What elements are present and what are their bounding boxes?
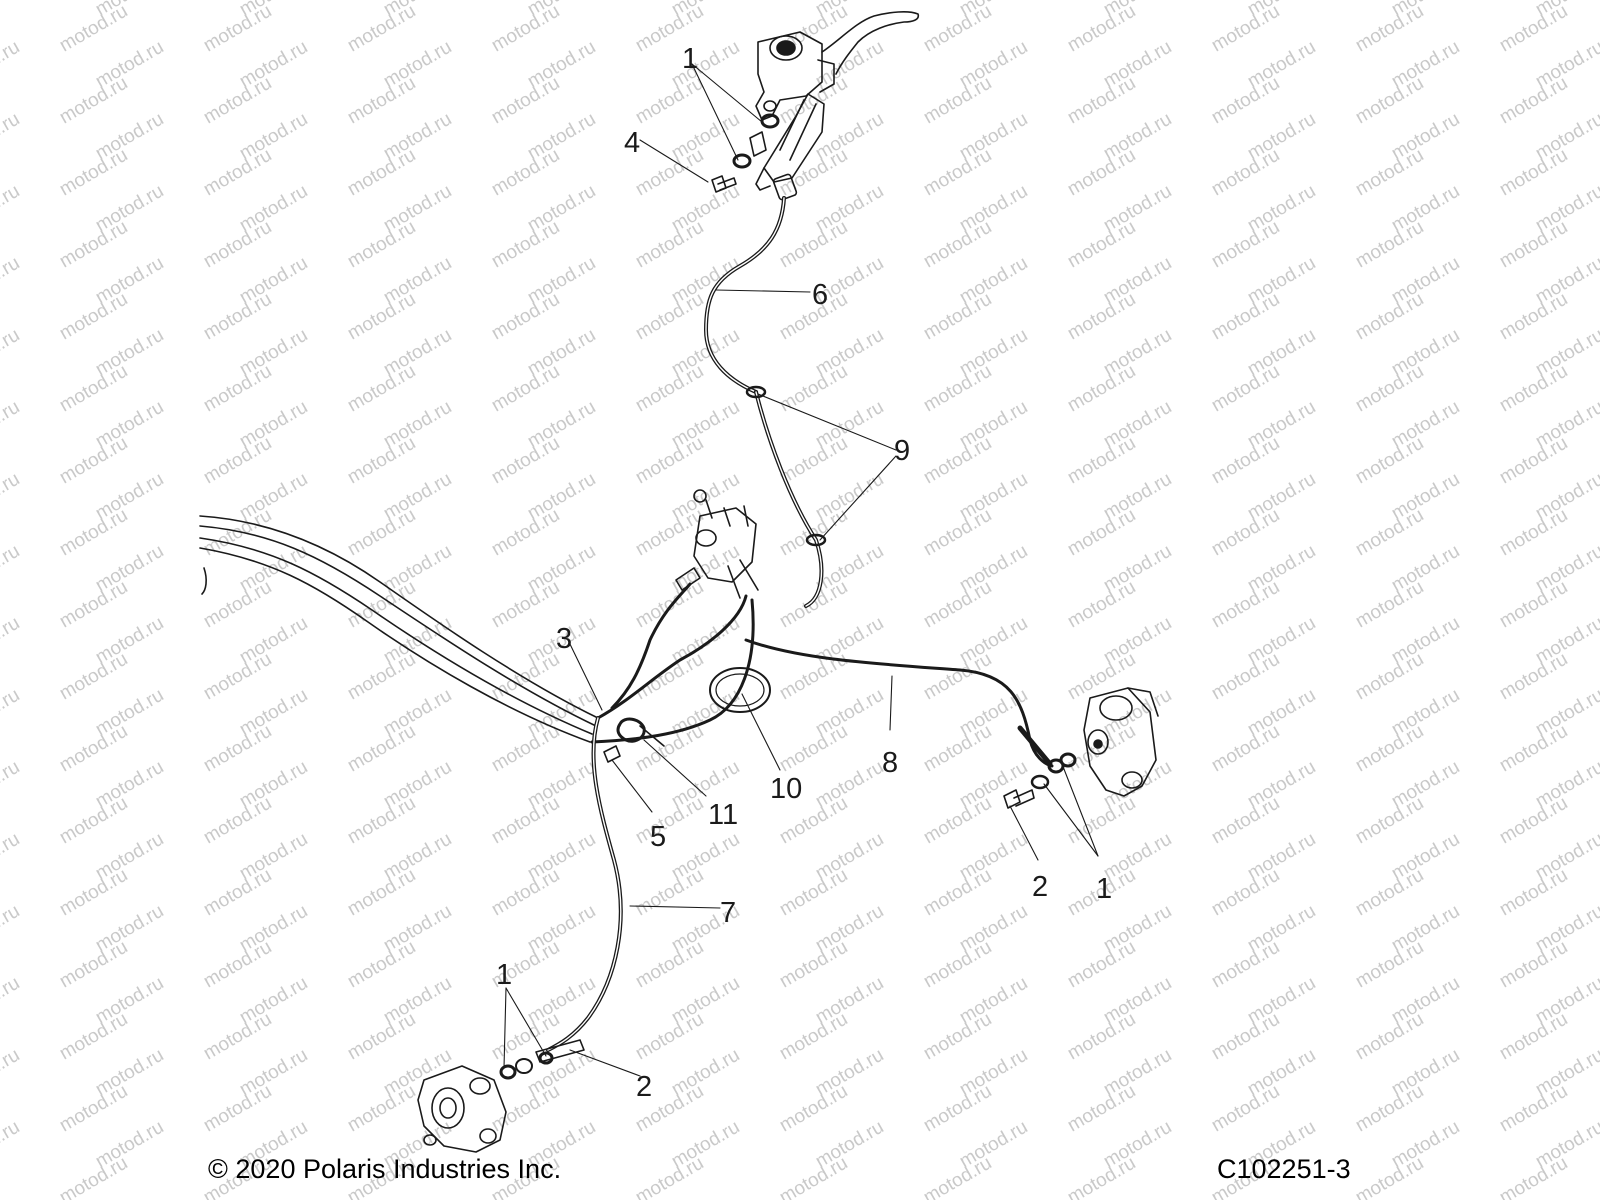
brake-line-3	[590, 582, 771, 744]
callout-8: 8	[882, 747, 898, 779]
callouts: 1 4 6 9 3 8 10 11 5 2 1 7 1 2	[496, 43, 1112, 1103]
callout-4: 4	[624, 127, 640, 159]
clip-11	[616, 717, 665, 747]
callout-9: 9	[894, 435, 910, 467]
callout-5: 5	[650, 821, 666, 853]
master-cylinder	[755, 11, 920, 201]
callout-1-top: 1	[682, 43, 698, 75]
callout-1-left: 1	[496, 959, 512, 991]
callout-1-right: 1	[1096, 873, 1112, 905]
brake-line-8	[744, 638, 1054, 768]
callout-3: 3	[556, 623, 572, 655]
copyright-notice: © 2020 Polaris Industries Inc.	[208, 1154, 562, 1184]
callout-2-right: 2	[1032, 871, 1048, 903]
callout-6: 6	[812, 279, 828, 311]
callout-7: 7	[720, 897, 736, 929]
left-caliper	[417, 1065, 507, 1153]
right-caliper	[1083, 687, 1159, 797]
left-caliper-washers	[499, 1051, 554, 1080]
junction-block	[675, 489, 759, 599]
figure-number: C102251-3	[1217, 1154, 1351, 1184]
master-cylinder-washers	[732, 113, 780, 169]
brake-line-7	[535, 716, 623, 1063]
line-bundle	[199, 515, 599, 743]
leader-lines	[503, 63, 1099, 1077]
right-caliper-bolt	[1003, 789, 1035, 809]
master-cylinder-bolt	[711, 175, 737, 193]
callout-2-left: 2	[636, 1071, 652, 1103]
callout-11: 11	[708, 799, 738, 831]
brake-line-6	[704, 196, 786, 394]
brake-line-9	[745, 385, 827, 608]
callout-10: 10	[770, 773, 802, 805]
fastener-5	[603, 745, 621, 763]
